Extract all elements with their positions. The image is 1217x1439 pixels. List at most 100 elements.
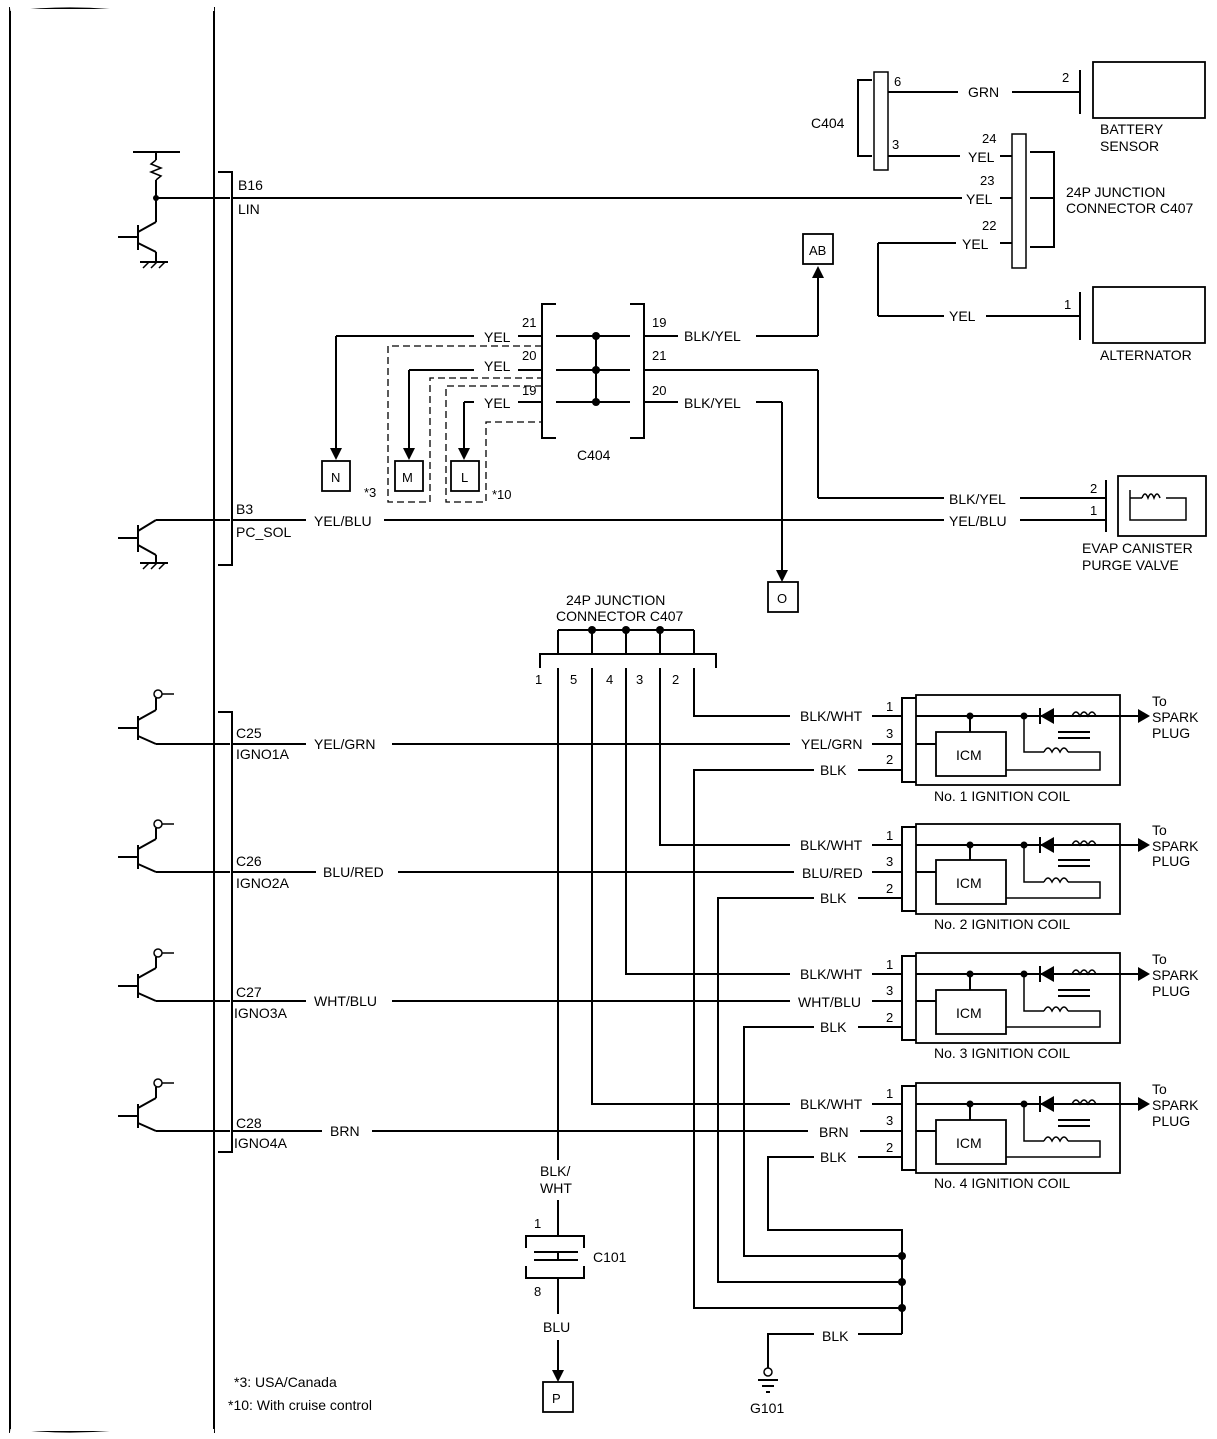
c407-bottom-pin-2: 2 xyxy=(672,672,679,687)
ref-p-label: P xyxy=(552,1391,561,1406)
wire-yel-blu-ecm: YEL/BLU xyxy=(314,513,372,529)
coil3-pin-3: 3 xyxy=(886,983,893,998)
coil1-label: No. 1 IGNITION COIL xyxy=(934,788,1070,804)
pin-c26: C26 xyxy=(236,853,262,869)
ground-wires: BLK BLK BLK BLK BLK xyxy=(693,762,906,1368)
c407-distribution-wires xyxy=(557,668,790,1160)
wire-yel-alt: YEL xyxy=(949,308,976,324)
alternator-label: ALTERNATOR xyxy=(1100,347,1192,363)
alternator-pin-1: 1 xyxy=(1064,297,1071,312)
ignition-coil-2: 1 3 2 ICM No. 2 IGNITION COIL To SPARK P… xyxy=(886,822,1199,932)
battery-sensor-label-1: BATTERY xyxy=(1100,121,1164,137)
coil3-plug: PLUG xyxy=(1152,983,1190,999)
c407-pin-24: 24 xyxy=(982,131,996,146)
ref-l-label: L xyxy=(461,470,468,485)
ref-l: L *10 xyxy=(450,460,512,502)
c407-upper-name-2: CONNECTOR C407 xyxy=(1066,200,1194,216)
note-mark-10: *10 xyxy=(492,487,512,502)
footnote-usa-canada: *3: USA/Canada xyxy=(234,1374,337,1390)
c404-left-pin-21: 21 xyxy=(522,315,536,330)
wire-yel-blu-evap: YEL/BLU xyxy=(949,513,1007,529)
signal-igno3a: IGNO3A xyxy=(234,1005,288,1021)
wire-blk-coil3: BLK xyxy=(820,1019,847,1035)
coil2-label: No. 2 IGNITION COIL xyxy=(934,916,1070,932)
pin-c27: C27 xyxy=(236,984,262,1000)
pin-b16: B16 xyxy=(238,177,263,193)
coil2-plug: PLUG xyxy=(1152,853,1190,869)
coil1-pin-3: 3 xyxy=(886,726,893,741)
wire-blk-yel-20: BLK/YEL xyxy=(684,395,741,411)
c407-lower-connector: 24P JUNCTION CONNECTOR C407 1 5 4 3 2 xyxy=(535,592,717,687)
coil3-label: No. 3 IGNITION COIL xyxy=(934,1045,1070,1061)
wire-yel-20: YEL xyxy=(484,358,511,374)
wire-yel-24: YEL xyxy=(968,149,995,165)
ref-m: M *3 xyxy=(364,460,424,500)
signal-igno4a: IGNO4A xyxy=(234,1135,288,1151)
c404-left-pin-20: 20 xyxy=(522,348,536,363)
wire-yel-grn-ecm: YEL/GRN xyxy=(314,736,375,752)
c407-bottom-pin-1: 1 xyxy=(535,672,542,687)
wire-yel-23: YEL xyxy=(966,191,993,207)
ref-n: N xyxy=(321,460,351,492)
evap-pin-1: 1 xyxy=(1090,503,1097,518)
evap-label-2: PURGE VALVE xyxy=(1082,557,1179,573)
wire-blk-wht-coil1: BLK/WHT xyxy=(800,708,863,724)
footnote-cruise-control: *10: With cruise control xyxy=(228,1397,372,1413)
ignition-coil-3: 1 3 2 ICM No. 3 IGNITION COIL To SPARK P… xyxy=(886,951,1199,1061)
c404-right-pin-19: 19 xyxy=(652,315,666,330)
coil2-spark: SPARK xyxy=(1152,838,1199,854)
c404-upper-connector: C404 6 3 GRN YEL xyxy=(811,71,1080,171)
alternator-wire: YEL YEL xyxy=(877,236,1080,324)
wire-brn-coil: BRN xyxy=(819,1124,849,1140)
c404-right-pin-21: 21 xyxy=(652,348,666,363)
evap-label-1: EVAP CANISTER xyxy=(1082,540,1193,556)
c404-right-pin-20: 20 xyxy=(652,383,666,398)
ground-g101: G101 xyxy=(750,1367,784,1416)
c407-pin-22: 22 xyxy=(982,218,996,233)
c404-pin-3: 3 xyxy=(892,137,899,152)
signal-lin: LIN xyxy=(238,201,260,217)
igno-driver-symbols xyxy=(118,689,230,1132)
ref-ab-label: AB xyxy=(809,243,826,258)
coil4-to: To xyxy=(1152,1081,1167,1097)
wire-blk-yel-19: BLK/YEL xyxy=(684,328,741,344)
wire-blk-wht-vertical-2: WHT xyxy=(540,1180,572,1196)
igno4-driver xyxy=(118,1078,230,1132)
wire-yel-22: YEL xyxy=(962,236,989,252)
ref-ab: AB xyxy=(756,233,834,337)
c404-right-wires: BLK/YEL BLK/YEL BLK/YEL xyxy=(644,328,1106,582)
ref-o: O xyxy=(767,581,799,613)
signal-pc-sol: PC_SOL xyxy=(236,524,291,540)
c101-label: C101 xyxy=(593,1249,627,1265)
c404-middle-connector: C404 21 20 19 19 21 20 xyxy=(522,303,666,463)
wire-blu-red-ecm: BLU/RED xyxy=(323,864,384,880)
c404-pin-6: 6 xyxy=(894,74,901,89)
coil1-icm: ICM xyxy=(956,747,982,763)
c407-upper-name-1: 24P JUNCTION xyxy=(1066,184,1165,200)
coil1-spark: SPARK xyxy=(1152,709,1199,725)
ref-m-label: M xyxy=(402,470,413,485)
signal-igno2a: IGNO2A xyxy=(236,875,290,891)
coil3-icm: ICM xyxy=(956,1005,982,1021)
pin-c28: C28 xyxy=(236,1115,262,1131)
wire-yel-21: YEL xyxy=(484,329,511,345)
pin-c25: C25 xyxy=(236,725,262,741)
ignition-trigger-wires: YEL/GRN YEL/GRN BLU/RED BLU/RED WHT/BLU … xyxy=(232,736,863,1140)
c404-label-upper: C404 xyxy=(811,115,845,131)
wire-blk-ground: BLK xyxy=(822,1328,849,1344)
coil4-pin-2: 2 xyxy=(886,1140,893,1155)
coil4-icm: ICM xyxy=(956,1135,982,1151)
coil2-pin-2: 2 xyxy=(886,881,893,896)
wire-blk-wht-coil2: BLK/WHT xyxy=(800,837,863,853)
ecm-connector-b: B16 LIN B3 PC_SOL xyxy=(218,171,291,566)
wire-blk-wht-coil3: BLK/WHT xyxy=(800,966,863,982)
note-mark-3: *3 xyxy=(364,485,376,500)
coil4-pin-3: 3 xyxy=(886,1113,893,1128)
c407-lower-name-2: CONNECTOR C407 xyxy=(556,608,684,624)
c404-label-middle: C404 xyxy=(577,447,611,463)
evap-pin-2: 2 xyxy=(1090,481,1097,496)
wire-yel-grn-coil: YEL/GRN xyxy=(801,736,862,752)
ref-o-label: O xyxy=(777,591,787,606)
coil3-to: To xyxy=(1152,951,1167,967)
wire-blk-coil1: BLK xyxy=(820,762,847,778)
